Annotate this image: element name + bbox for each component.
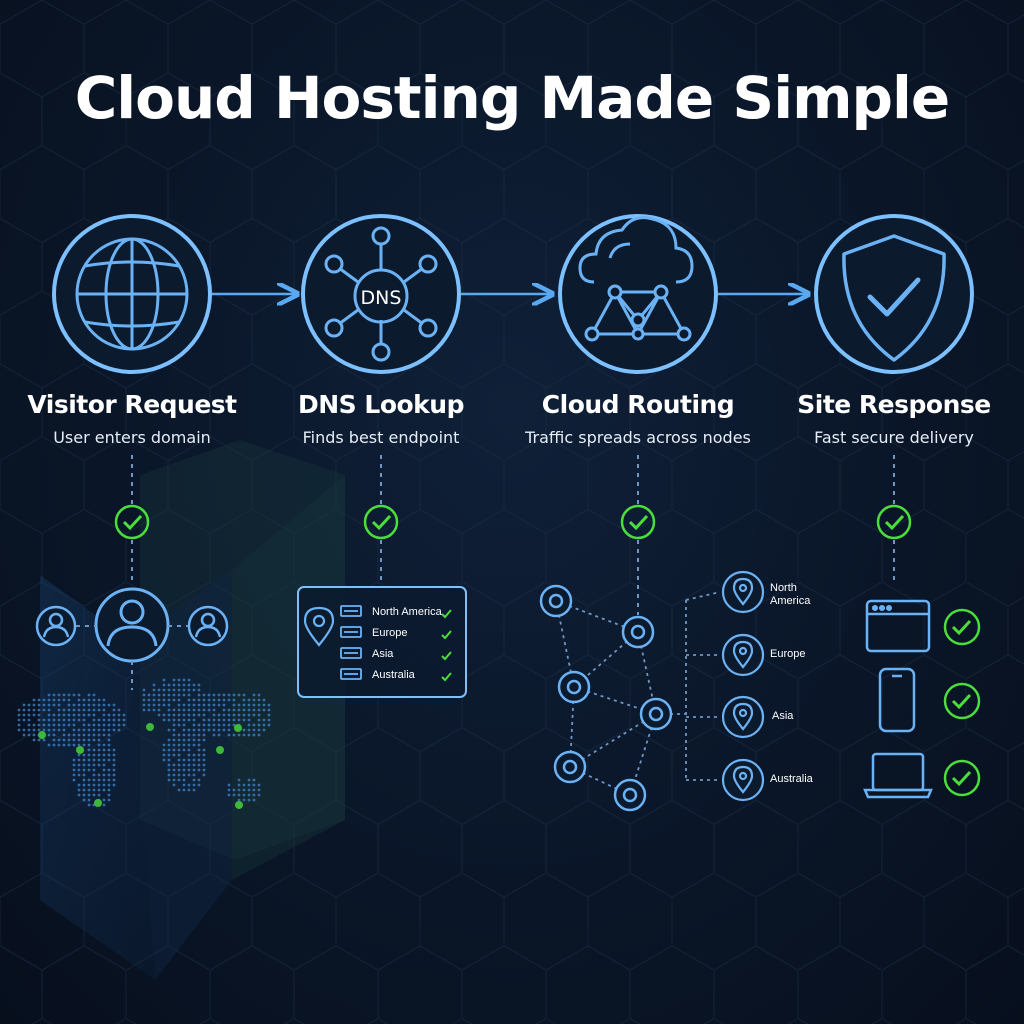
map-location-dot bbox=[216, 746, 224, 754]
step-subtitle-routing: Traffic spreads across nodes bbox=[525, 428, 751, 447]
laptop-icon bbox=[863, 752, 933, 799]
dns-region-label: Australia bbox=[372, 669, 415, 681]
step-subtitle-dns: Finds best endpoint bbox=[302, 428, 460, 447]
dns-region-label: Europe bbox=[372, 627, 408, 639]
map-location-dot bbox=[146, 723, 154, 731]
cloud-network-icon bbox=[578, 216, 694, 342]
page-title: Cloud Hosting Made Simple bbox=[74, 64, 951, 132]
step-circle-response bbox=[814, 214, 974, 374]
routing-region-label: North America bbox=[770, 582, 811, 607]
world-map bbox=[17, 678, 271, 809]
server-icons bbox=[340, 605, 362, 680]
user-icon-main bbox=[94, 587, 170, 663]
region-check-icons bbox=[441, 609, 452, 682]
step-subtitle-visitor: User enters domain bbox=[53, 428, 211, 447]
globe-icon bbox=[75, 237, 189, 351]
device-check-icon bbox=[943, 608, 981, 797]
routing-region-label: Asia bbox=[772, 710, 794, 722]
dns-region-label: Asia bbox=[372, 648, 394, 660]
dns-region-label: North America bbox=[372, 606, 442, 618]
region-location-icon bbox=[721, 570, 765, 802]
map-location-dot bbox=[76, 746, 84, 754]
step-title-visitor: Visitor Request bbox=[27, 390, 237, 419]
step-circle-routing bbox=[558, 214, 718, 374]
step-title-routing: Cloud Routing bbox=[541, 390, 735, 419]
routing-node bbox=[539, 584, 673, 812]
step-connector bbox=[131, 455, 895, 615]
location-pin-icon bbox=[303, 606, 335, 647]
smartphone-icon bbox=[878, 667, 916, 733]
dns-network-icon bbox=[324, 226, 438, 362]
shield-check-icon bbox=[842, 234, 946, 362]
user-icon-left bbox=[35, 605, 77, 647]
map-location-dot bbox=[94, 799, 102, 807]
dns-region-panel bbox=[297, 586, 467, 698]
check-badge bbox=[114, 504, 912, 540]
user-icon-right bbox=[187, 605, 229, 647]
map-location-dot bbox=[38, 731, 46, 739]
background-slab bbox=[40, 440, 345, 980]
step-title-response: Site Response bbox=[797, 390, 991, 419]
map-location-dot bbox=[235, 801, 243, 809]
routing-region-label: Australia bbox=[770, 773, 813, 785]
user-connector bbox=[76, 625, 188, 690]
dns-icon-text: DNS bbox=[361, 287, 402, 309]
step-subtitle-response: Fast secure delivery bbox=[814, 428, 974, 447]
routing-region-label: Europe bbox=[770, 648, 806, 660]
browser-window-icon bbox=[865, 599, 931, 653]
map-location-dot bbox=[234, 724, 242, 732]
step-title-dns: DNS Lookup bbox=[298, 390, 464, 419]
